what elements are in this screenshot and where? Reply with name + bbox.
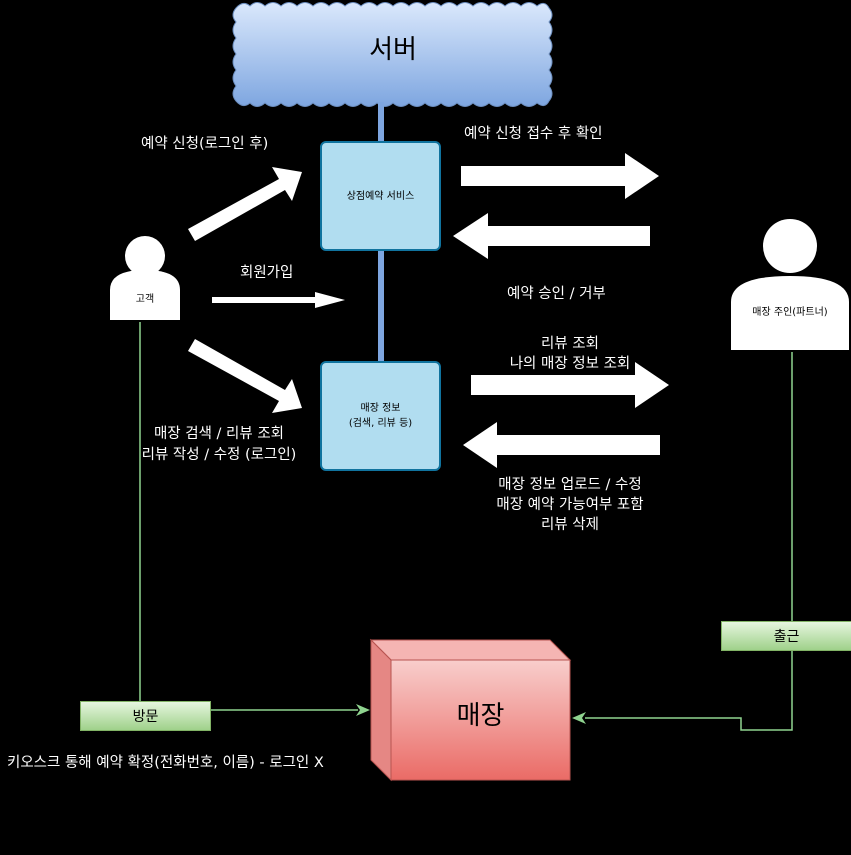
review-view-label-2: 나의 매장 정보 조회 bbox=[509, 356, 631, 372]
kiosk-label: 키오스크 통해 예약 확정(전화번호, 이름) - 로그인 X bbox=[7, 755, 324, 771]
server-label: 서버 bbox=[369, 35, 417, 65]
search-review-label-2: 리뷰 작성 / 수정 (로그인) bbox=[141, 447, 297, 463]
owner-label: 매장 주인(파트너) bbox=[752, 307, 828, 318]
upload-label-2: 매장 예약 가능여부 포함 bbox=[496, 497, 644, 513]
visit-arrow-head bbox=[356, 704, 370, 716]
upload-label-1: 매장 정보 업로드 / 수정 bbox=[498, 477, 642, 493]
server-cloud bbox=[232, 2, 553, 107]
reservation-service-label: 상점예약 서비스 bbox=[346, 190, 415, 202]
store-box bbox=[369, 638, 572, 782]
approve-reject-label: 예약 승인 / 거부 bbox=[507, 286, 606, 302]
arrow-owner-to-store-info bbox=[463, 422, 660, 468]
arrow-reservation-to-owner bbox=[461, 153, 659, 199]
store-info-label-1: 매장 정보 bbox=[360, 403, 401, 414]
visit-box[interactable]: 방문 bbox=[80, 701, 211, 731]
store-info-label-2: (검색, 리뷰 등) bbox=[348, 418, 413, 429]
arrow-customer-to-reservation bbox=[188, 167, 302, 241]
attend-line bbox=[585, 352, 793, 731]
signup-label: 회원가입 bbox=[240, 265, 294, 281]
customer-label: 고객 bbox=[135, 294, 155, 305]
search-review-label-1: 매장 검색 / 리뷰 조회 bbox=[153, 426, 285, 442]
store-label: 매장 bbox=[456, 701, 505, 731]
confirm-label: 예약 신청 접수 후 확인 bbox=[464, 126, 603, 142]
owner-icon bbox=[731, 219, 849, 350]
attend-label: 출근 bbox=[773, 629, 800, 645]
reservation-service[interactable]: 상점예약 서비스 bbox=[320, 141, 441, 251]
attend-box[interactable]: 출근 bbox=[721, 621, 851, 651]
reserve-request-label: 예약 신청(로그인 후) bbox=[141, 136, 269, 152]
store-info-service[interactable]: 매장 정보 (검색, 리뷰 등) bbox=[320, 361, 441, 471]
upload-label-3: 리뷰 삭제 bbox=[541, 517, 599, 533]
customer-icon bbox=[110, 236, 180, 320]
review-view-label-1: 리뷰 조회 bbox=[541, 336, 599, 352]
arrow-store-info-to-owner bbox=[471, 362, 669, 408]
attend-arrow-head bbox=[572, 712, 586, 724]
arrow-owner-to-reservation bbox=[453, 213, 650, 259]
arrow-signup bbox=[212, 292, 345, 308]
visit-label: 방문 bbox=[132, 709, 159, 725]
arrow-customer-to-store-info bbox=[188, 339, 302, 413]
